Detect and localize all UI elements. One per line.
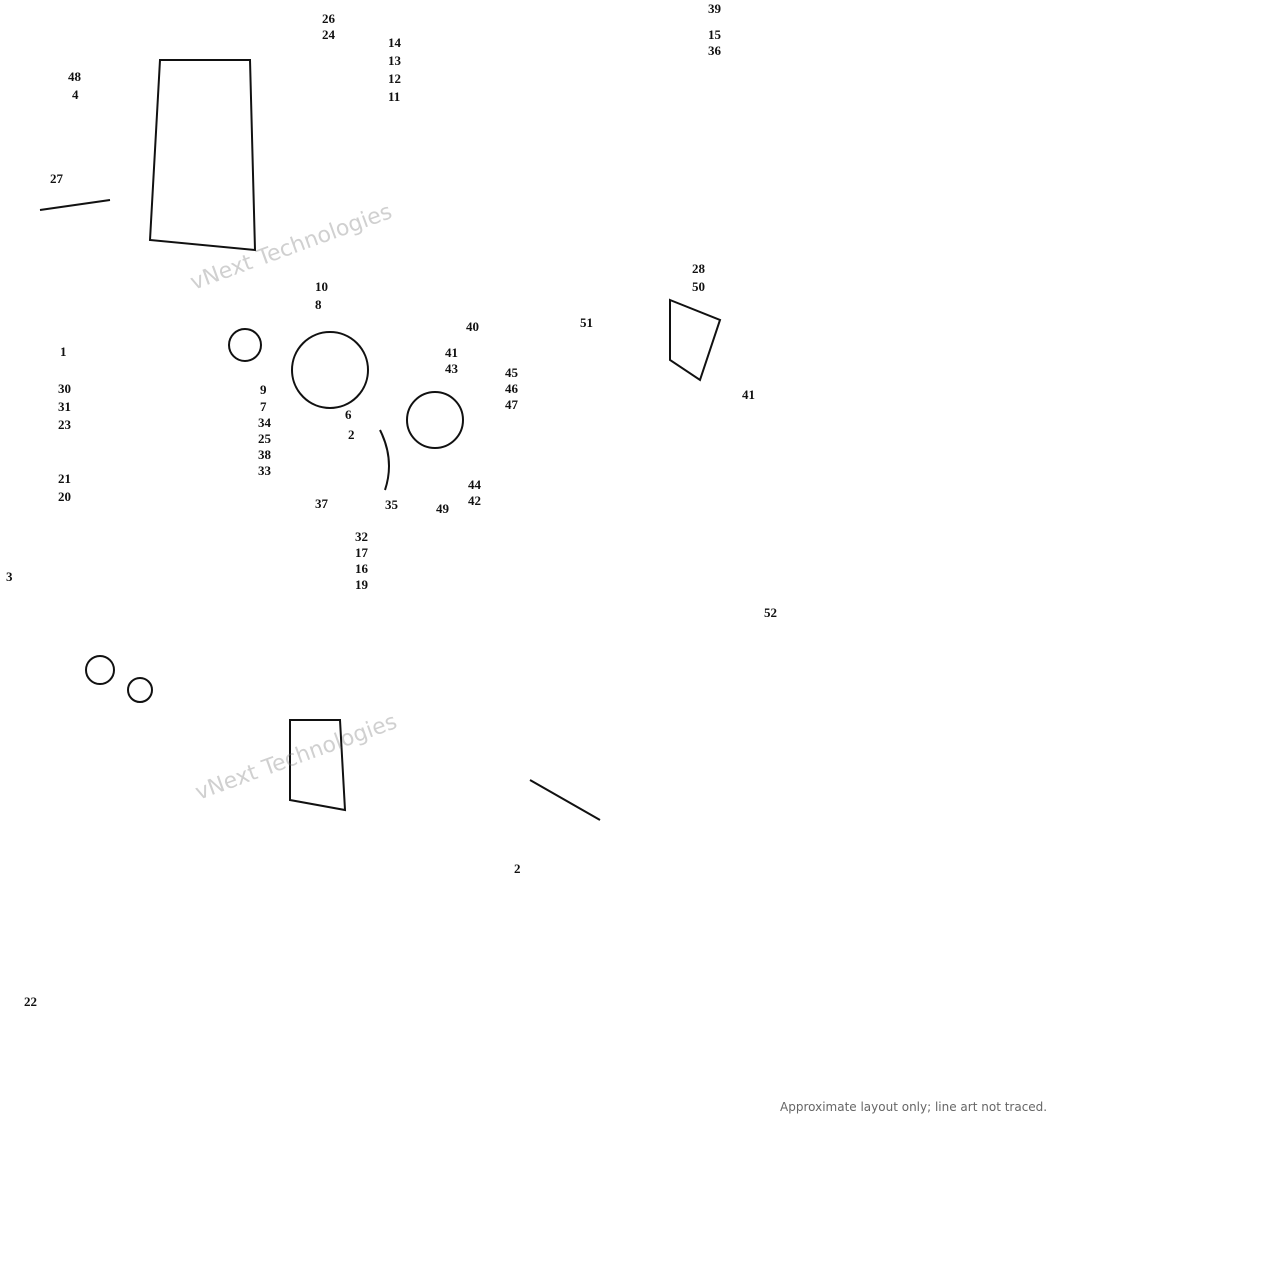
- callout-17: 17: [355, 545, 368, 560]
- large-sprocket: [291, 331, 369, 409]
- callout-41: 41: [742, 387, 755, 402]
- callout-39: 39: [708, 1, 721, 16]
- callout-15: 15: [708, 27, 721, 42]
- callout-27: 27: [50, 171, 63, 186]
- callout-19: 19: [355, 577, 368, 592]
- bracket: [669, 298, 722, 382]
- cover-plate: [289, 719, 347, 812]
- callout-44: 44: [468, 477, 481, 492]
- callout-37: 37: [315, 496, 328, 511]
- callout-13: 13: [388, 53, 401, 68]
- driven-sprocket: [406, 391, 464, 449]
- seal-ring: [127, 677, 153, 703]
- callout-23: 23: [58, 417, 71, 432]
- callout-11: 11: [388, 89, 401, 104]
- callout-2: 2: [514, 861, 521, 876]
- callout-50: 50: [692, 279, 705, 294]
- callout-40: 40: [466, 319, 479, 334]
- callout-28: 28: [692, 261, 705, 276]
- callout-8: 8: [315, 297, 322, 312]
- callout-4: 4: [72, 87, 79, 102]
- callout-9: 9: [260, 382, 267, 397]
- callout-47: 47: [505, 397, 518, 412]
- callout-35: 35: [385, 497, 398, 512]
- callout-38: 38: [258, 447, 271, 462]
- callout-32: 32: [355, 529, 368, 544]
- shaft: [529, 779, 601, 821]
- callout-52: 52: [764, 605, 777, 620]
- callout-12: 12: [388, 71, 401, 86]
- callout-51: 51: [580, 315, 593, 330]
- callout-2: 2: [348, 427, 355, 442]
- callout-1: 1: [60, 344, 67, 359]
- callout-41: 41: [445, 345, 458, 360]
- callout-3: 3: [6, 569, 13, 584]
- callout-7: 7: [260, 399, 267, 414]
- bearing: [85, 655, 115, 685]
- callout-14: 14: [388, 35, 401, 50]
- callout-22: 22: [24, 994, 37, 1009]
- shaft: [39, 199, 111, 211]
- callout-36: 36: [708, 43, 721, 58]
- callout-25: 25: [258, 431, 271, 446]
- callout-26: 26: [322, 11, 335, 26]
- callout-46: 46: [505, 381, 518, 396]
- callout-49: 49: [436, 501, 449, 516]
- callout-24: 24: [322, 27, 335, 42]
- callout-16: 16: [355, 561, 368, 576]
- callout-45: 45: [505, 365, 518, 380]
- small-sprocket: [228, 328, 262, 362]
- callout-31: 31: [58, 399, 71, 414]
- callout-6: 6: [345, 407, 352, 422]
- callout-20: 20: [58, 489, 71, 504]
- drive-chain: [379, 429, 390, 491]
- callout-34: 34: [258, 415, 271, 430]
- chaincase-housing: [148, 59, 257, 252]
- callout-21: 21: [58, 471, 71, 486]
- callout-30: 30: [58, 381, 71, 396]
- callout-43: 43: [445, 361, 458, 376]
- callout-48: 48: [68, 69, 81, 84]
- callout-33: 33: [258, 463, 271, 478]
- callout-42: 42: [468, 493, 481, 508]
- callout-10: 10: [315, 279, 328, 294]
- render-note: Approximate layout only; line art not tr…: [780, 1100, 1048, 1114]
